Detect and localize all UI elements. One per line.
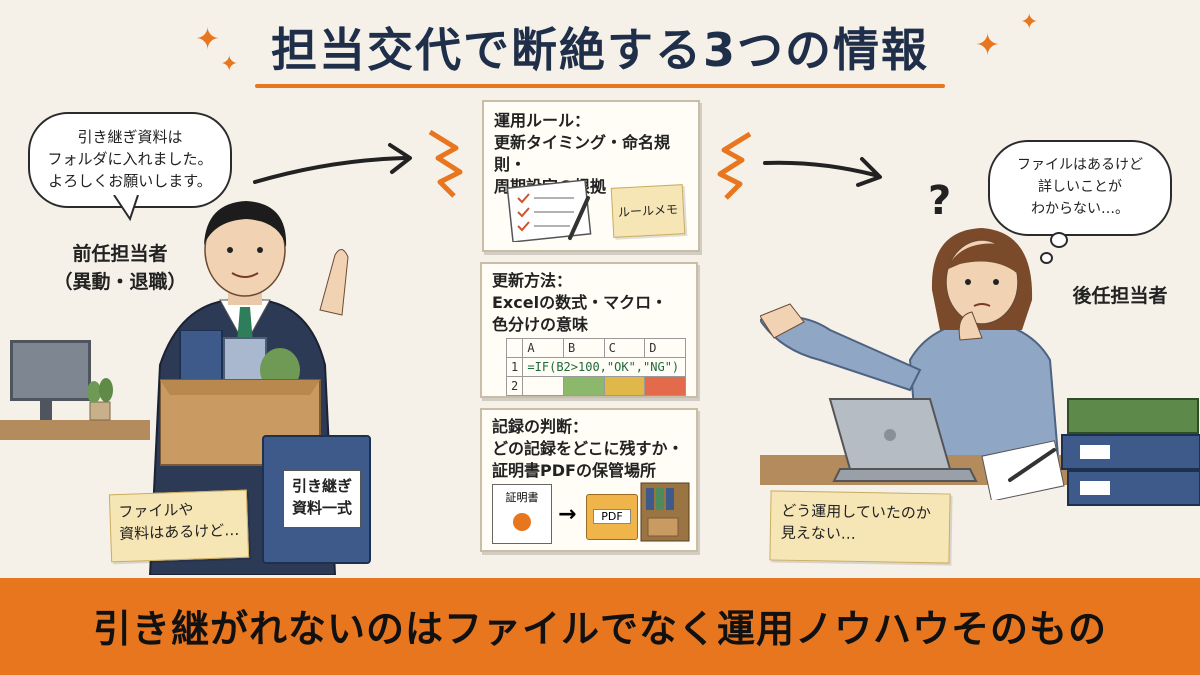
arrow-right-icon: → [558, 502, 577, 527]
card-heading: 運用ルール： [494, 111, 591, 130]
banner-text: 引き継がれないのはファイルでなく運用ノウハウそのもの [92, 607, 1107, 651]
card-heading: 更新方法： [492, 271, 573, 290]
thought-dot [1050, 232, 1068, 248]
spreadsheet: A B C D 1 =IF(B2>100,"OK","NG") 2 [505, 338, 686, 396]
sparkle-icon: ✦ [975, 28, 1001, 63]
previous-person-label: 前任担当者 （異動・退職） [53, 243, 187, 293]
info-card-operation-rules: 運用ルール： 更新タイミング・命名規則・ 周期設定の根拠 ルールメモ [482, 100, 700, 252]
rule-memo: ルールメモ [610, 184, 686, 238]
speech-tail [113, 195, 139, 222]
thought-dot [1040, 252, 1053, 264]
bottom-banner [0, 578, 1200, 675]
monitor [10, 340, 91, 401]
shelf-icon [640, 482, 690, 542]
question-mark: ? [928, 178, 952, 224]
arrow-right-icon [253, 143, 412, 184]
sticky-note-right: どう運用していたのか 見えない… [769, 490, 951, 564]
sticky-note-left: ファイルや 資料はあるけど… [108, 489, 250, 563]
folder-icon: PDF [586, 494, 638, 540]
plant-icon [87, 378, 113, 421]
notebook-checklist-icon [506, 180, 592, 242]
cardboard-box [160, 330, 321, 466]
sparkle-icon: ✦ [195, 22, 221, 57]
sparkle-icon: ✦ [220, 52, 239, 77]
arrow-right-icon [763, 157, 882, 187]
color-cell [563, 376, 605, 396]
info-card-record-judgment: 記録の判断： どの記録をどこに残すか・ 証明書PDFの保管場所 証明書 → PD… [480, 408, 698, 552]
formula-cell: =IF(B2>100,"OK","NG") [522, 357, 686, 377]
binder-stack-icon [1061, 398, 1200, 506]
info-card-update-method: 更新方法： Excelの数式・マクロ・ 色分けの意味 A B C D 1 =IF… [480, 262, 698, 398]
notepad-icon [981, 440, 1065, 500]
color-cell [644, 376, 686, 396]
speech-bubble: 引き継ぎ資料は フォルダに入れました。 よろしくお願いします。 [28, 112, 232, 208]
binder-label: 引き継ぎ 資料一式 [283, 470, 361, 528]
desk [0, 420, 150, 440]
card-heading: 記録の判断： [492, 417, 589, 436]
monitor-stand [40, 398, 52, 420]
thought-bubble: ファイルはあるけど 詳しいことが わからない…。 [988, 140, 1172, 236]
sparkle-icon: ✦ [1020, 10, 1039, 35]
laptop-icon [828, 398, 978, 482]
successor-illustration [760, 228, 1060, 480]
break-mark-icon [717, 131, 752, 200]
certificate-icon: 証明書 [492, 484, 552, 544]
break-mark-icon [428, 129, 463, 198]
page-title: 担当交代で断絶する3つの情報 [270, 23, 929, 77]
color-cell [603, 376, 646, 396]
successor-label: 後任担当者 [1072, 285, 1168, 307]
title-underline [255, 84, 945, 88]
